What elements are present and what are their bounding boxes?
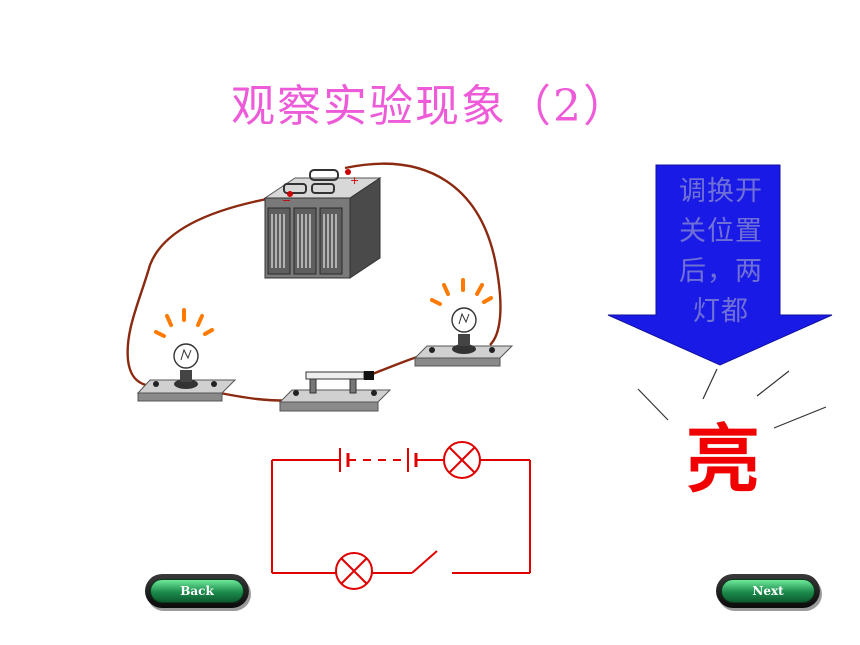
- back-button-icon: Back: [150, 579, 244, 603]
- bulb-icon: [173, 343, 199, 389]
- arrow-caption: 调换开关位置后，两灯都: [679, 176, 763, 327]
- bulb-icon: [451, 307, 477, 354]
- battery-icon: − +: [263, 169, 382, 279]
- back-button[interactable]: Back: [145, 574, 249, 608]
- right-bulb-assembly: [413, 278, 514, 367]
- glow-rays: [637, 368, 827, 429]
- slide-title: 观察实验现象（2）: [231, 81, 629, 132]
- next-button[interactable]: Next: [716, 574, 820, 608]
- next-button-icon: Next: [721, 579, 815, 603]
- switch-icon: [278, 371, 392, 412]
- svg-text:−: −: [282, 194, 291, 207]
- svg-text:+: +: [350, 174, 359, 187]
- left-bulb-assembly: [136, 308, 237, 402]
- down-arrow-shape: [607, 164, 833, 366]
- result-char: 亮: [686, 417, 760, 503]
- circuit-schematic: [271, 441, 531, 590]
